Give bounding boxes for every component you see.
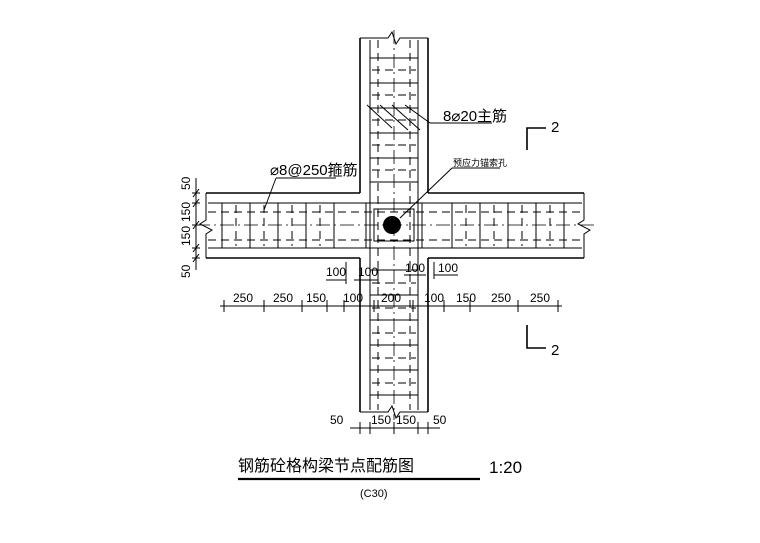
svg-text:50: 50 bbox=[433, 413, 447, 427]
svg-text:2: 2 bbox=[551, 342, 559, 359]
horizontal-beam bbox=[196, 192, 594, 259]
upper-dimension-row: 100 100 100 100 bbox=[326, 261, 458, 284]
svg-text:150: 150 bbox=[179, 202, 193, 222]
title-block: 钢筋砼格构梁节点配筋图 1:20 (C30) bbox=[238, 456, 522, 500]
lower-dimension-chain: 250 250 150 100 200 100 150 250 250 bbox=[220, 291, 562, 312]
section-mark-top: 2 bbox=[526, 119, 559, 150]
anchor-hole-label: 预应力锚索孔 bbox=[453, 157, 507, 169]
svg-text:50: 50 bbox=[179, 264, 193, 278]
concrete-grade: (C30) bbox=[360, 488, 388, 500]
svg-text:200: 200 bbox=[381, 291, 401, 305]
svg-text:150: 150 bbox=[371, 413, 391, 427]
leaders bbox=[263, 104, 500, 219]
svg-text:150: 150 bbox=[306, 291, 326, 305]
stirrup-label: ⌀8@250箍筋 bbox=[270, 162, 358, 179]
bottom-dimension-chain: 50 150 150 50 bbox=[330, 413, 447, 434]
anchor-hole-icon bbox=[383, 216, 401, 234]
drawing-scale: 1:20 bbox=[489, 458, 522, 477]
svg-text:150: 150 bbox=[456, 291, 476, 305]
svg-text:100: 100 bbox=[343, 291, 363, 305]
main-rebar-label: 8⌀20主筋 bbox=[443, 108, 507, 125]
svg-text:100: 100 bbox=[438, 261, 458, 275]
svg-text:100: 100 bbox=[424, 291, 444, 305]
drawing-title: 钢筋砼格构梁节点配筋图 bbox=[238, 456, 414, 475]
svg-text:50: 50 bbox=[330, 413, 344, 427]
svg-text:250: 250 bbox=[491, 291, 511, 305]
svg-text:250: 250 bbox=[530, 291, 550, 305]
svg-text:100: 100 bbox=[326, 265, 346, 279]
svg-text:250: 250 bbox=[233, 291, 253, 305]
vertical-beam bbox=[359, 30, 429, 420]
svg-text:150: 150 bbox=[179, 226, 193, 246]
section-mark-bottom: 2 bbox=[526, 325, 559, 359]
svg-text:150: 150 bbox=[396, 413, 416, 427]
svg-text:2: 2 bbox=[551, 119, 559, 136]
svg-text:100: 100 bbox=[405, 261, 425, 275]
svg-text:50: 50 bbox=[179, 176, 193, 190]
node-core bbox=[365, 202, 423, 249]
svg-text:250: 250 bbox=[273, 291, 293, 305]
svg-text:100: 100 bbox=[358, 265, 378, 279]
left-dimension-chain: 50 150 150 50 bbox=[179, 176, 200, 278]
